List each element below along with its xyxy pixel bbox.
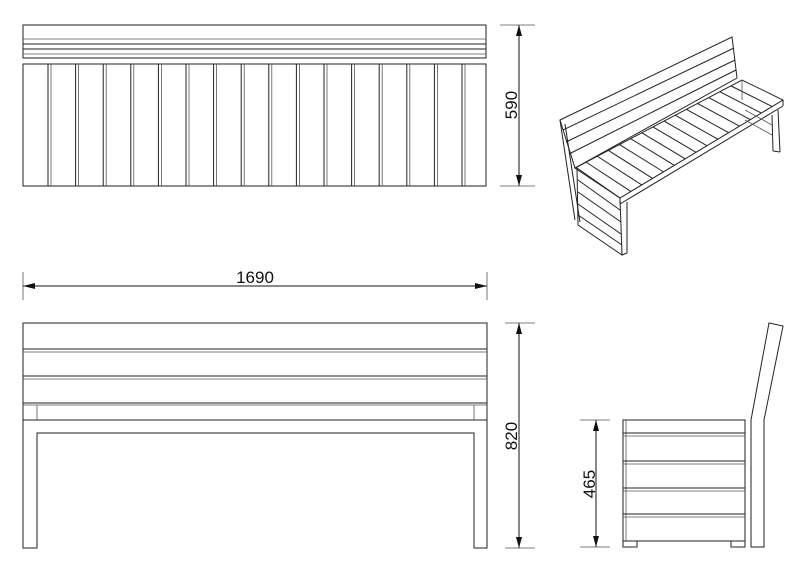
top-view [22,24,487,187]
iso-seat-slat [708,97,751,121]
height-label: 820 [502,422,521,450]
side-foot-back [730,540,746,548]
iso-seat-slat [619,144,664,173]
top-seat-slats [47,64,466,186]
iso-seat-slat [719,91,762,114]
iso-seat-slats [585,85,773,192]
iso-seat-slat [652,126,697,153]
iso-seat-slat [630,138,675,166]
length-label: 1690 [236,268,274,287]
isometric-view [559,36,785,256]
dimension-length: 1690 [22,268,488,300]
side-seat-slats [623,432,745,518]
iso-seat-slat [730,85,773,107]
front-view [22,322,488,549]
iso-seat-slat [641,132,686,160]
iso-seat-slat [686,108,729,134]
iso-seat-slat [674,114,719,140]
front-legs-frame [22,420,488,549]
depth-label: 590 [502,91,521,119]
dimension-depth: 590 [500,24,535,187]
iso-backrest [559,36,738,169]
front-backrest [22,322,488,421]
seat-height-label: 465 [580,470,599,498]
dimension-height: 820 [502,322,535,549]
iso-seat-slat [697,103,740,127]
iso-seat-slat [663,120,708,147]
side-backrest [750,322,784,548]
side-seat-box [622,419,746,542]
iso-seat-slat [608,149,653,179]
iso-seat-slat [596,155,643,186]
side-foot-front [622,540,638,548]
top-backrest-outline [22,24,487,59]
dimension-seat-height: 465 [580,419,610,548]
top-seat-outline [22,63,487,187]
iso-seat-slat [585,161,632,192]
side-view [622,322,784,548]
